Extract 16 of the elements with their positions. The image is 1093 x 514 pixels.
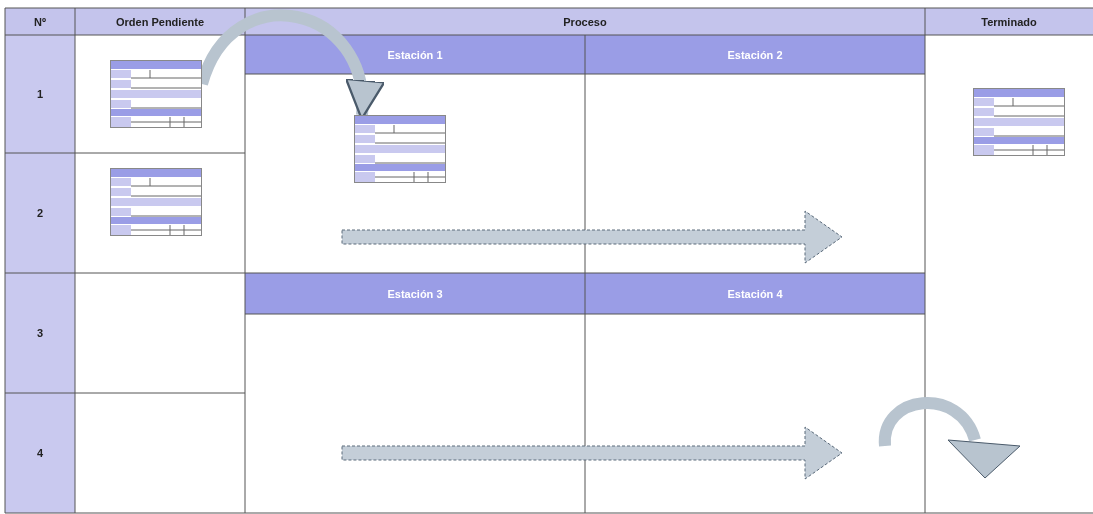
row-number: 1 [36,88,44,100]
station-header: Estación 1 [387,48,443,61]
column-header: Orden Pendiente [116,15,204,28]
column-header: Proceso [563,15,607,28]
column-header: Terminado [981,15,1037,28]
kanban-card [110,60,202,128]
kanban-card [354,115,446,183]
station-header: Estación 3 [387,287,443,300]
kanban-card [973,88,1065,156]
station-header: Estación 2 [727,48,783,61]
row-number: 4 [36,447,44,459]
row-number: 3 [36,327,44,339]
kanban-card [110,168,202,236]
station-header: Estación 4 [727,287,783,300]
row-number: 2 [36,207,44,219]
column-header: Nº [34,15,46,28]
